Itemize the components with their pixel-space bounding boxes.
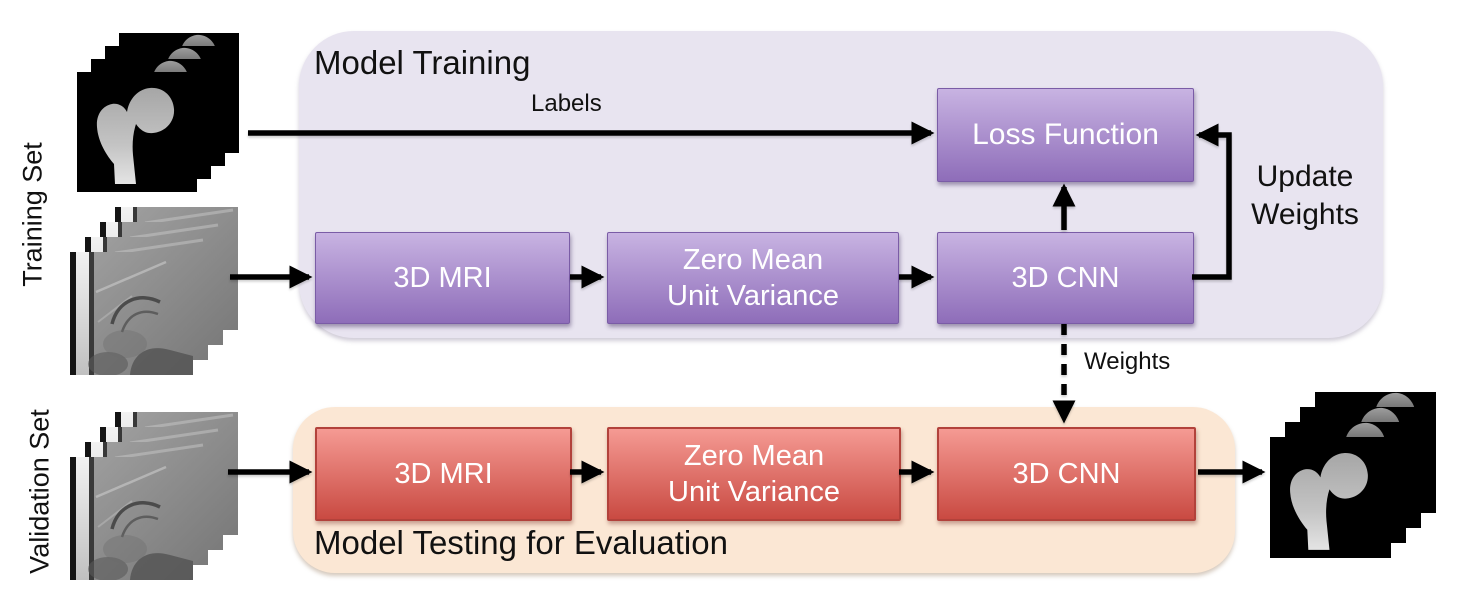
- testing-normalization-box: Zero Mean Unit Variance: [607, 427, 901, 521]
- testing-3d-mri-box: 3D MRI: [315, 427, 572, 521]
- mri-slice-front: [70, 252, 193, 375]
- labels-arrow-text: Labels: [531, 90, 602, 117]
- training-panel-title: Model Training: [314, 44, 531, 81]
- testing-norm-line1: Zero Mean: [683, 440, 825, 472]
- update-weights-line2: Weights: [1251, 198, 1359, 231]
- update-weights-line1: Update: [1256, 160, 1354, 193]
- testing-3d-cnn-label: 3D CNN: [1012, 457, 1121, 490]
- testing-3d-cnn-box: 3D CNN: [937, 427, 1196, 521]
- mask-slice-front: [1270, 437, 1391, 558]
- training-set-label: Training Set: [17, 142, 48, 287]
- weights-arrow-text: Weights: [1084, 348, 1171, 375]
- update-weights-text: Update Weights: [1238, 158, 1372, 234]
- loss-function-box: Loss Function: [937, 88, 1194, 182]
- validation-set-label: Validation Set: [24, 409, 55, 574]
- testing-panel-title: Model Testing for Evaluation: [314, 524, 728, 561]
- training-norm-line2: Unit Variance: [667, 280, 839, 312]
- training-3d-cnn-label: 3D CNN: [1011, 261, 1120, 294]
- training-3d-mri-label: 3D MRI: [393, 261, 492, 294]
- training-3d-mri-box: 3D MRI: [315, 232, 570, 324]
- testing-3d-mri-label: 3D MRI: [394, 457, 493, 490]
- testing-norm-line2: Unit Variance: [668, 476, 840, 508]
- mri-slice-front: [70, 457, 193, 580]
- loss-function-label: Loss Function: [972, 118, 1159, 151]
- training-norm-line1: Zero Mean: [682, 244, 824, 276]
- training-3d-cnn-box: 3D CNN: [937, 232, 1194, 324]
- training-normalization-box: Zero Mean Unit Variance: [607, 232, 899, 324]
- mask-slice-front: [77, 72, 197, 192]
